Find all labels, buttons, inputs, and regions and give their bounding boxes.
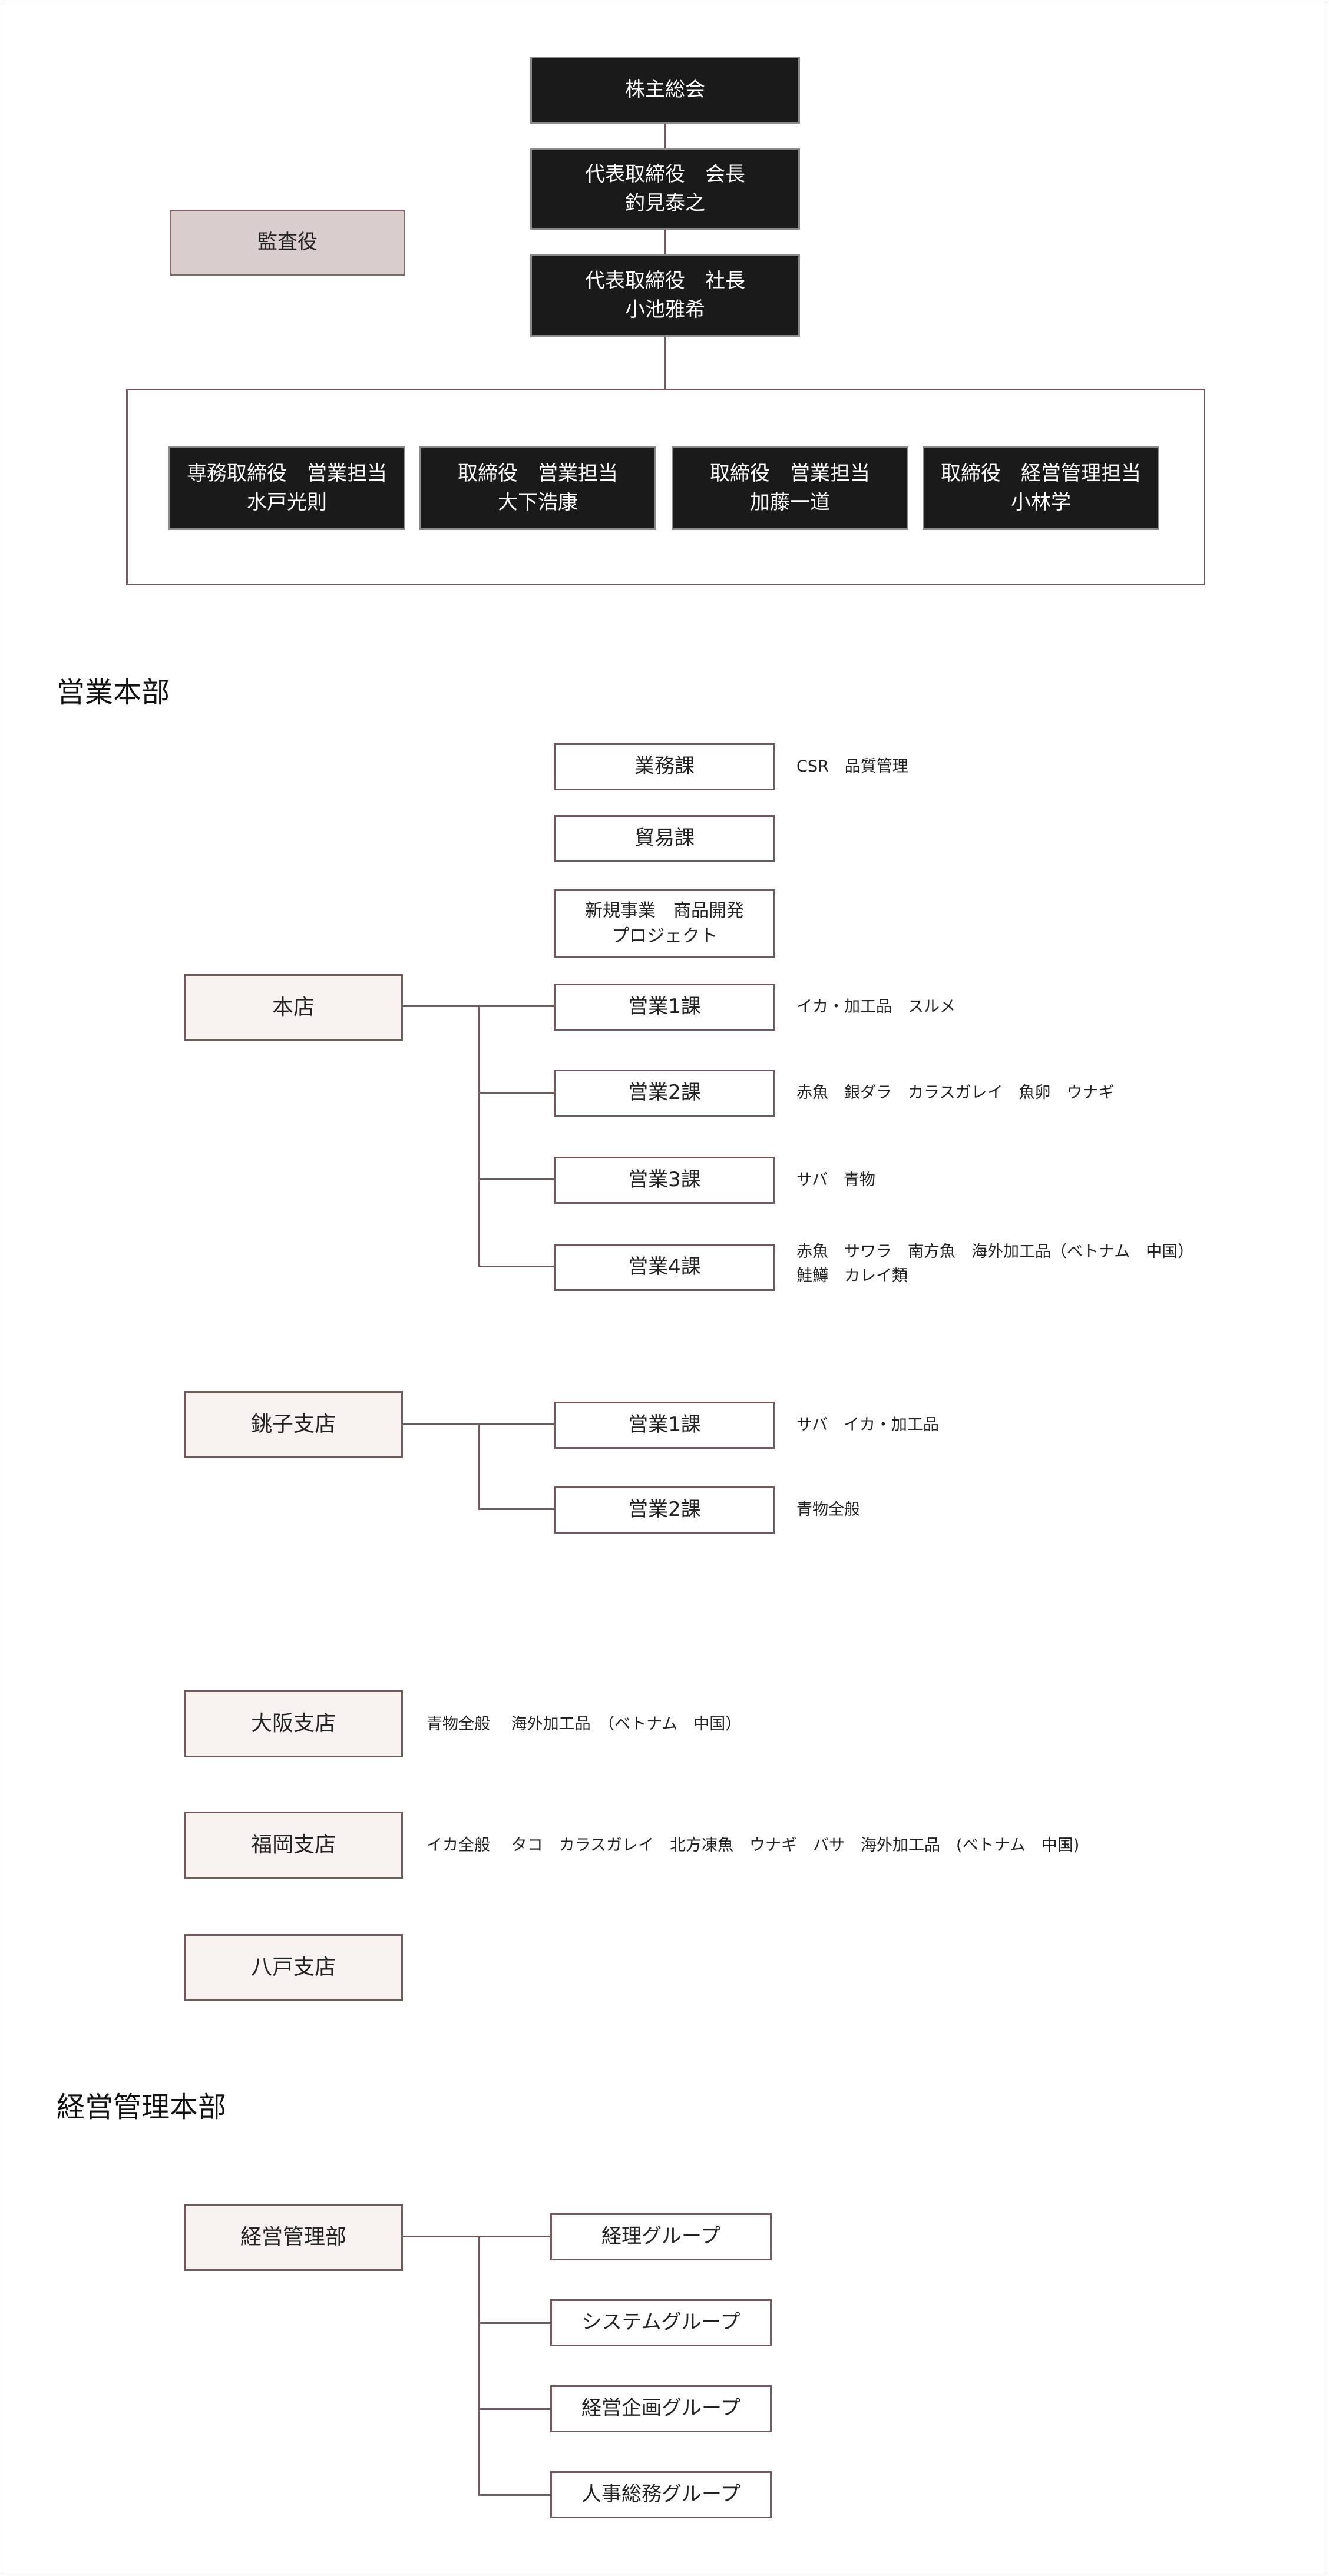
group-label: システムグループ: [581, 2310, 740, 2335]
section-note: 青物全般: [796, 1501, 860, 1519]
group-box: 人事総務グループ: [550, 2471, 772, 2518]
section-box: 営業4課: [554, 1244, 775, 1291]
section-label: 営業1課: [628, 995, 701, 1019]
section-note: サバ 青物: [796, 1171, 875, 1189]
head-office-box: 本店: [184, 974, 403, 1041]
connector-line: [478, 1092, 555, 1094]
group-label: 経営企画グループ: [581, 2396, 740, 2421]
director-title: 取締役 営業担当: [458, 461, 618, 485]
branch-label: 大阪支店: [250, 1711, 336, 1736]
osaka-branch-box: 大阪支店: [184, 1690, 403, 1757]
director-title: 取締役 経営管理担当: [941, 461, 1141, 485]
connector-line: [478, 1005, 480, 1267]
group-box: システムグループ: [550, 2299, 772, 2346]
fukuoka-branch-box: 福岡支店: [184, 1812, 403, 1879]
management-dept-box: 経営管理部: [184, 2204, 403, 2271]
connector-line: [478, 2322, 551, 2324]
group-label: 人事総務グループ: [581, 2482, 740, 2507]
connector-line: [478, 2408, 551, 2410]
section-label: 営業2課: [628, 1081, 701, 1105]
connector-line: [664, 230, 666, 254]
dept-label-line: プロジェクト: [611, 926, 718, 946]
connector-line: [478, 2494, 551, 2496]
section-label: 営業4課: [628, 1255, 701, 1279]
connector-line: [402, 1423, 482, 1425]
director-name: 水戸光則: [247, 491, 327, 514]
auditor-box: 監査役: [170, 210, 405, 276]
president-box: 代表取締役 社長 小池雅希: [530, 254, 800, 337]
group-label: 経理グループ: [601, 2224, 720, 2249]
branch-label: 本店: [272, 995, 315, 1019]
director-title: 取締役 営業担当: [710, 461, 870, 485]
connector-line: [664, 337, 666, 390]
section-note-line: 鮭鱒 カレイ類: [796, 1266, 908, 1285]
section-note: イカ・加工品 スルメ: [796, 998, 956, 1016]
section-label: 営業2課: [628, 1498, 701, 1522]
section-label: 営業3課: [628, 1168, 701, 1192]
section-box: 営業1課: [554, 984, 775, 1031]
branch-note: イカ全般 タコ カラスガレイ 北方凍魚 ウナギ バサ 海外加工品 (ベトナム 中…: [427, 1836, 1080, 1855]
shareholders-meeting-box: 株主総会: [530, 57, 800, 124]
shareholders-meeting-label: 株主総会: [625, 78, 705, 102]
section-box: 営業1課: [554, 1402, 775, 1449]
hachinohe-branch-box: 八戸支店: [184, 1934, 403, 2001]
president-name: 小池雅希: [625, 298, 705, 322]
section-note: サバ イカ・加工品: [796, 1416, 939, 1434]
director-name: 加藤一道: [750, 491, 830, 514]
management-hq-heading: 経営管理本部: [57, 2091, 227, 2124]
choshi-branch-box: 銚子支店: [184, 1391, 403, 1458]
connector-line: [664, 124, 666, 148]
director-box: 取締役 営業担当 大下浩康: [419, 446, 656, 530]
connector-line: [478, 2236, 480, 2496]
director-name: 大下浩康: [498, 491, 578, 514]
president-title: 代表取締役 社長: [585, 269, 745, 293]
director-name: 小林学: [1011, 491, 1071, 514]
dept-box: 貿易課: [554, 815, 775, 862]
connector-line: [478, 1178, 555, 1180]
connector-line: [478, 1423, 480, 1510]
section-label: 営業1課: [628, 1413, 701, 1437]
section-box: 営業2課: [554, 1486, 775, 1534]
connector-line: [478, 2236, 551, 2237]
new-business-project-box: 新規事業 商品開発 プロジェクト: [554, 889, 775, 958]
dept-box: 業務課: [554, 743, 775, 790]
chairman-box: 代表取締役 会長 釣見泰之: [530, 148, 800, 230]
branch-label: 銚子支店: [250, 1412, 336, 1436]
dept-note: CSR 品質管理: [796, 757, 908, 776]
branch-note: 青物全般 海外加工品 （ベトナム 中国）: [427, 1715, 742, 1733]
dept-label-line: 新規事業 商品開発: [585, 900, 744, 921]
branch-label: 八戸支店: [250, 1955, 336, 1979]
connector-line: [478, 1005, 555, 1007]
branch-label: 福岡支店: [250, 1832, 336, 1857]
chairman-title: 代表取締役 会長: [585, 162, 745, 186]
connector-line: [478, 1508, 555, 1510]
auditor-label: 監査役: [257, 230, 318, 254]
dept-label: 経営管理部: [240, 2224, 346, 2249]
directors-group: [126, 389, 1205, 585]
section-note-line: 赤魚 サワラ 南方魚 海外加工品（ベトナム 中国）: [796, 1243, 1194, 1261]
director-title: 専務取締役 営業担当: [187, 461, 387, 485]
dept-label: 業務課: [634, 754, 695, 779]
section-note: 赤魚 銀ダラ カラスガレイ 魚卵 ウナギ: [796, 1084, 1115, 1102]
dept-label: 貿易課: [634, 826, 695, 850]
connector-line: [478, 1423, 555, 1425]
section-box: 営業3課: [554, 1157, 775, 1204]
group-box: 経営企画グループ: [550, 2385, 772, 2432]
group-box: 経理グループ: [550, 2213, 772, 2260]
director-box: 専務取締役 営業担当 水戸光則: [168, 446, 405, 530]
director-box: 取締役 営業担当 加藤一道: [672, 446, 908, 530]
connector-line: [402, 1005, 482, 1007]
connector-line: [478, 1266, 555, 1267]
section-note: 赤魚 サワラ 南方魚 海外加工品（ベトナム 中国） 鮭鱒 カレイ類: [796, 1240, 1194, 1288]
connector-line: [402, 2236, 482, 2237]
director-box: 取締役 経営管理担当 小林学: [923, 446, 1159, 530]
chairman-name: 釣見泰之: [625, 191, 705, 215]
section-box: 営業2課: [554, 1070, 775, 1117]
sales-hq-heading: 営業本部: [57, 676, 170, 709]
